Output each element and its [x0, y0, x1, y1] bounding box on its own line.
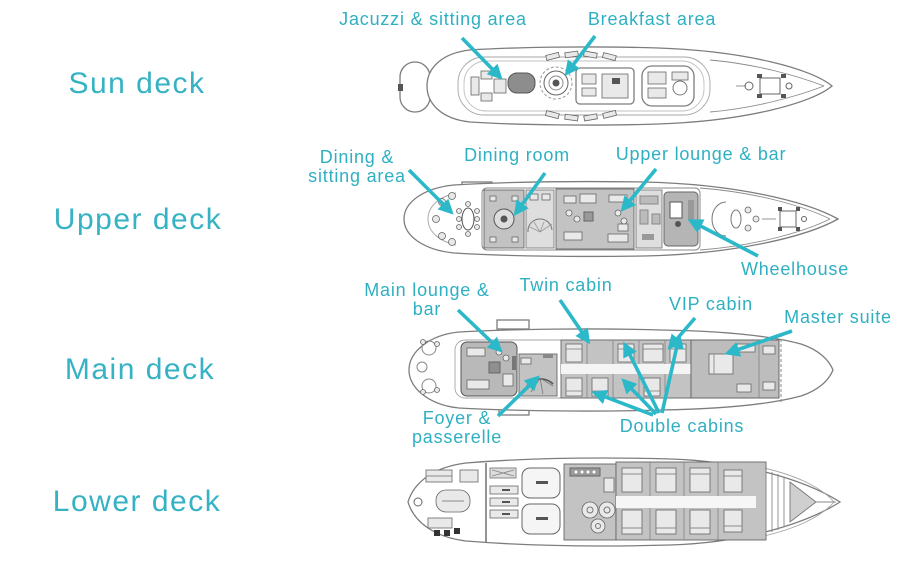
wheelhouse: [663, 191, 699, 247]
deck-label-upper: Upper deck: [53, 203, 223, 236]
label-foyer-passerelle: Foyer & passerelle: [411, 408, 503, 448]
engine-room: [413, 463, 487, 542]
foyer-passerelle: [518, 353, 558, 397]
sun-deck-aft-structure: [641, 65, 695, 107]
bow-section: [765, 470, 836, 534]
label-wheelhouse: Wheelhouse: [740, 259, 850, 279]
label-main-lounge-bar: Main lounge & bar: [364, 280, 490, 320]
stair-lobby: [525, 189, 555, 249]
lower-cabins-block: [615, 461, 767, 541]
pantry: [635, 189, 663, 249]
deck-label-lower: Lower deck: [52, 485, 222, 518]
upper-deck-plan: [403, 180, 840, 258]
windlass: [762, 207, 807, 231]
deck-label-main: Main deck: [64, 353, 216, 386]
stern-fitting: [398, 84, 403, 91]
label-master-suite: Master suite: [784, 307, 892, 327]
upper-lounge-bar: [555, 188, 635, 250]
label-upper-lounge-bar: Upper lounge & bar: [615, 144, 787, 164]
label-twin-cabin: Twin cabin: [519, 275, 613, 295]
lower-deck-plan: [407, 457, 842, 547]
guest-cabins-block: [560, 339, 692, 399]
crew-quarters: [489, 467, 561, 535]
sun-deck-sitting-area: [470, 70, 507, 102]
bow-fittings: [736, 74, 793, 98]
oval-dining-table: [461, 207, 475, 231]
label-vip-cabin: VIP cabin: [669, 294, 753, 314]
main-lounge-bar: [460, 341, 518, 397]
stern-platform: [399, 61, 431, 113]
label-jacuzzi-sitting-area: Jacuzzi & sitting area: [339, 9, 527, 29]
label-breakfast-area: Breakfast area: [587, 9, 717, 29]
label-double-cabins: Double cabins: [619, 416, 745, 436]
jacuzzi: [507, 72, 536, 94]
sun-deck-plan: [398, 46, 834, 126]
dining-room: [483, 189, 525, 249]
master-suite: [690, 339, 780, 399]
twin-cabin-beds: [565, 343, 583, 363]
galley-mess: [563, 463, 617, 541]
sun-deck-bar-structure: [575, 67, 635, 105]
main-deck-plan: [408, 319, 834, 416]
label-dining-sitting-area: Dining & sitting area: [308, 147, 406, 187]
aft-deck-seating: [416, 339, 440, 395]
deck-label-sun: Sun deck: [68, 67, 206, 100]
label-dining-room: Dining room: [464, 145, 570, 165]
vip-cabin-bed: [642, 343, 664, 363]
breakfast-table: [539, 66, 573, 100]
top-platform: [496, 319, 530, 330]
bow-deck-lines: [709, 59, 825, 113]
